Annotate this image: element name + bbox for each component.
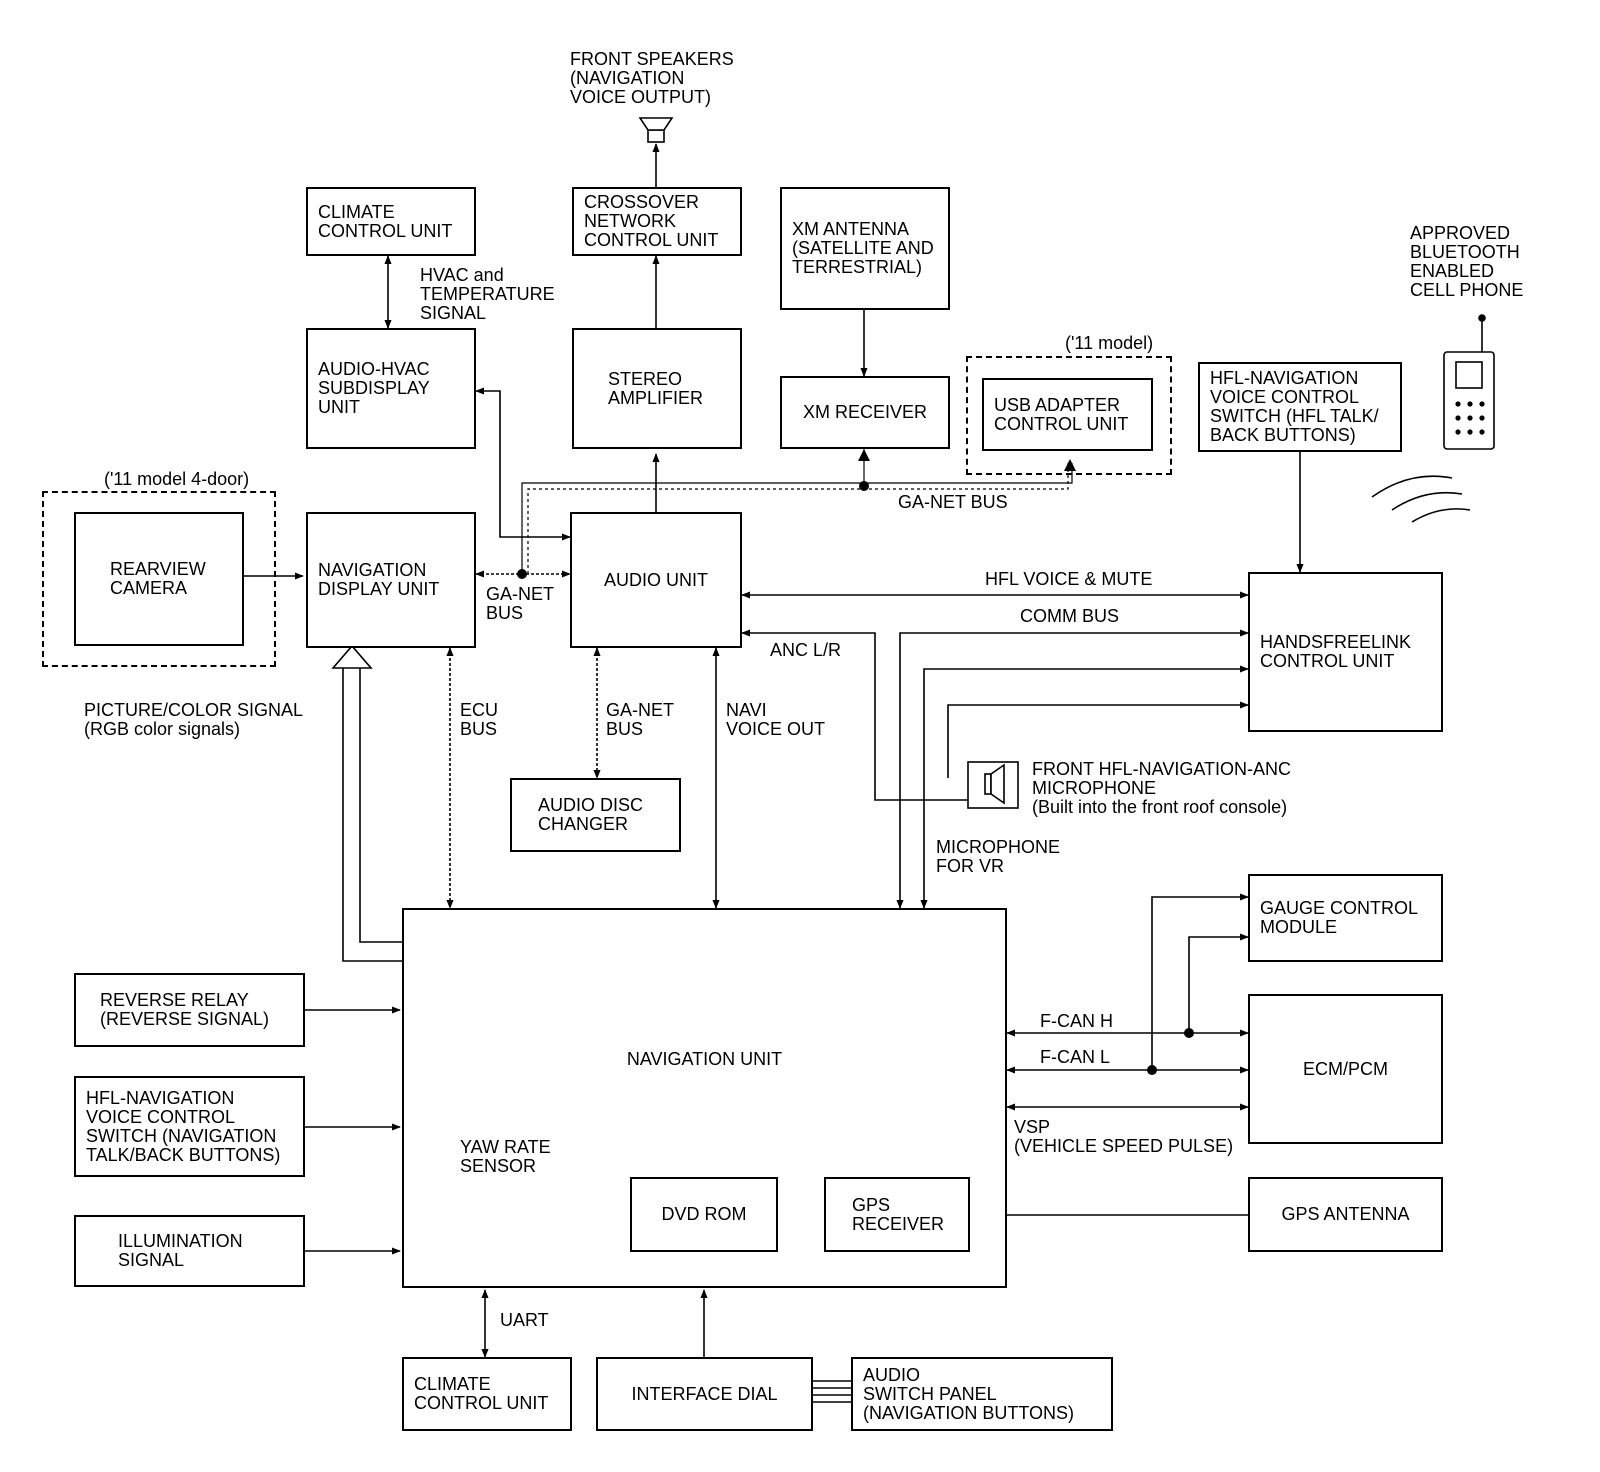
- comm-bus-label: COMM BUS: [1020, 606, 1119, 626]
- audio-hvac-subdisplay-unit: AUDIO-HVAC SUBDISPLAY UNIT: [306, 328, 476, 449]
- hfl-navigation-voice-control-switch-top: HFL-NAVIGATION VOICE CONTROL SWITCH (HFL…: [1198, 362, 1402, 452]
- audio-switch-panel: AUDIO SWITCH PANEL (NAVIGATION BUTTONS): [851, 1357, 1113, 1431]
- model-11-usb-label: ('11 model): [1065, 333, 1154, 353]
- fcan-l-junction: [1147, 1065, 1157, 1075]
- wire-comm-bus: [896, 629, 1249, 909]
- illumination-signal: ILLUMINATION SIGNAL: [74, 1215, 305, 1287]
- audio-unit: AUDIO UNIT: [570, 512, 742, 648]
- ganet-junction-xm: [859, 481, 869, 491]
- model-11-4door-label: ('11 model 4-door): [104, 469, 250, 489]
- speaker-cone: [638, 117, 674, 131]
- wire-gauge-fcanl: [1151, 893, 1249, 1070]
- anc-lr-label: ANC L/R: [770, 640, 842, 660]
- microphone-label: FRONT HFL-NAVIGATION-ANC MICROPHONE (Bui…: [1032, 759, 1292, 817]
- hvac-signal-label: HVAC and TEMPERATURE SIGNAL: [420, 265, 555, 323]
- camera-model-group: [42, 491, 276, 667]
- mic-for-vr-label: MICROPHONE FOR VR: [936, 837, 1061, 876]
- gauge-control-module: GAUGE CONTROL MODULE: [1248, 874, 1443, 962]
- rearview-camera: REARVIEW CAMERA: [74, 512, 244, 646]
- ecu-bus-label: ECU BUS: [460, 700, 499, 739]
- vsp-label: VSP (VEHICLE SPEED PULSE): [1014, 1117, 1234, 1156]
- picture-color-arrowhead: [331, 644, 373, 669]
- wire-picture-color-a: [342, 664, 402, 962]
- ganet-disc-label: GA-NET BUS: [606, 700, 675, 739]
- ganet-usb-arrow: [1064, 459, 1076, 471]
- yaw-rate-sensor-label: YAW RATE SENSOR: [460, 1137, 551, 1176]
- handsfreelink-control-unit: HANDSFREELINK CONTROL UNIT: [1248, 572, 1443, 732]
- fcan-h-label: F-CAN H: [1040, 1011, 1113, 1031]
- stereo-amplifier: STEREO AMPLIFIER: [572, 328, 742, 449]
- xm-antenna: XM ANTENNA (SATELLITE AND TERRESTRIAL): [780, 187, 950, 310]
- ganet-xm-arrow: [858, 449, 870, 461]
- ganet-left-label: GA-NET BUS: [486, 584, 555, 623]
- picture-color-label: PICTURE/COLOR SIGNAL (RGB color signals): [84, 700, 304, 739]
- uart-label: UART: [500, 1310, 549, 1330]
- climate-control-unit-bottom: CLIMATE CONTROL UNIT: [402, 1357, 572, 1431]
- cell-phone-icon: [1443, 314, 1495, 450]
- wire-mic-hfl: [947, 701, 1249, 778]
- ecm-pcm: ECM/PCM: [1248, 994, 1443, 1144]
- navi-voice-out-label: NAVI VOICE OUT: [726, 700, 826, 739]
- navigation-display-unit: NAVIGATION DISPLAY UNIT: [306, 512, 476, 648]
- speaker-magnet: [647, 129, 665, 143]
- audio-disc-changer: AUDIO DISC CHANGER: [510, 778, 681, 852]
- bt-phone-label: APPROVED BLUETOOTH ENABLED CELL PHONE: [1410, 223, 1524, 300]
- hfl-navigation-voice-control-switch-nav: HFL-NAVIGATION VOICE CONTROL SWITCH (NAV…: [74, 1076, 305, 1177]
- wire-mic-vr: [920, 665, 1249, 909]
- interface-dial: INTERFACE DIAL: [596, 1357, 813, 1431]
- ganet-bus-b: [527, 463, 1069, 574]
- usb-adapter-control-unit: USB ADAPTER CONTROL UNIT: [982, 378, 1153, 451]
- dvd-rom: DVD ROM: [630, 1177, 778, 1252]
- ganet-top-label: GA-NET BUS: [898, 492, 1008, 512]
- microphone-horn: [990, 763, 1005, 805]
- gps-antenna: GPS ANTENNA: [1248, 1177, 1443, 1252]
- reverse-relay: REVERSE RELAY (REVERSE SIGNAL): [74, 973, 305, 1047]
- wire-picture-color-b: [359, 664, 402, 943]
- fcan-l-label: F-CAN L: [1040, 1047, 1111, 1067]
- crossover-network-control-unit: CROSSOVER NETWORK CONTROL UNIT: [572, 187, 742, 256]
- hfl-voice-mute-label: HFL VOICE & MUTE: [985, 569, 1153, 589]
- wire-gauge-fcanh: [1188, 933, 1249, 1033]
- front-speakers-label: FRONT SPEAKERS (NAVIGATION VOICE OUTPUT): [570, 49, 734, 107]
- climate-control-unit-top: CLIMATE CONTROL UNIT: [306, 187, 476, 256]
- usb-model-group: [966, 356, 1172, 475]
- gps-receiver: GPS RECEIVER: [824, 1177, 970, 1252]
- fcan-h-junction: [1184, 1028, 1194, 1038]
- xm-receiver: XM RECEIVER: [780, 376, 950, 449]
- wire-audiohvac-audio: [475, 387, 571, 541]
- microphone-capsule: [984, 773, 992, 795]
- wireless-signal-icon: [1371, 475, 1471, 523]
